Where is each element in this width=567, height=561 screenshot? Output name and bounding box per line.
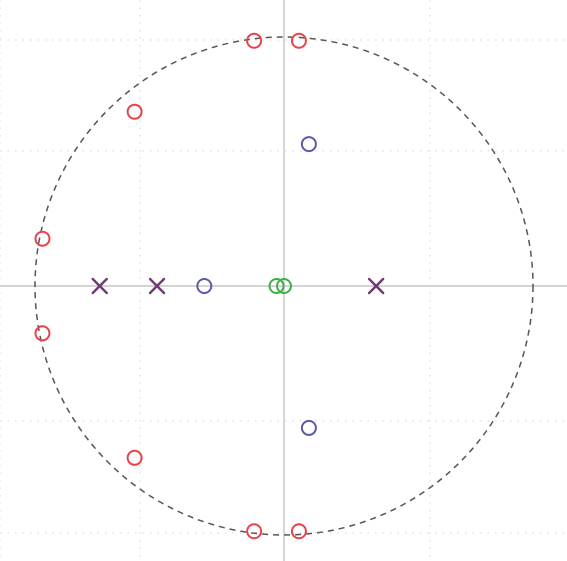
- zero-marker: [290, 523, 307, 540]
- pole-marker: [367, 277, 385, 295]
- zero-marker: [268, 278, 285, 294]
- unit-circle-layer: [34, 36, 534, 536]
- zero-marker: [196, 278, 213, 294]
- pole-marker: [148, 277, 166, 295]
- zero-marker: [34, 325, 51, 342]
- zero-marker: [276, 278, 292, 294]
- pole-marker-stroke: [148, 277, 166, 295]
- pole-marker-stroke: [367, 277, 385, 295]
- pole-marker-stroke: [91, 277, 108, 295]
- pole-marker: [91, 277, 108, 295]
- zero-marker: [300, 419, 317, 436]
- zero-marker: [246, 32, 263, 49]
- unit-circle: [34, 36, 534, 536]
- zero-marker: [246, 523, 263, 540]
- zero-marker: [300, 136, 317, 153]
- zero-marker: [126, 103, 143, 120]
- zero-marker: [34, 230, 51, 247]
- data-marks: [34, 32, 385, 540]
- zero-marker: [126, 449, 143, 466]
- zero-marker: [290, 32, 307, 49]
